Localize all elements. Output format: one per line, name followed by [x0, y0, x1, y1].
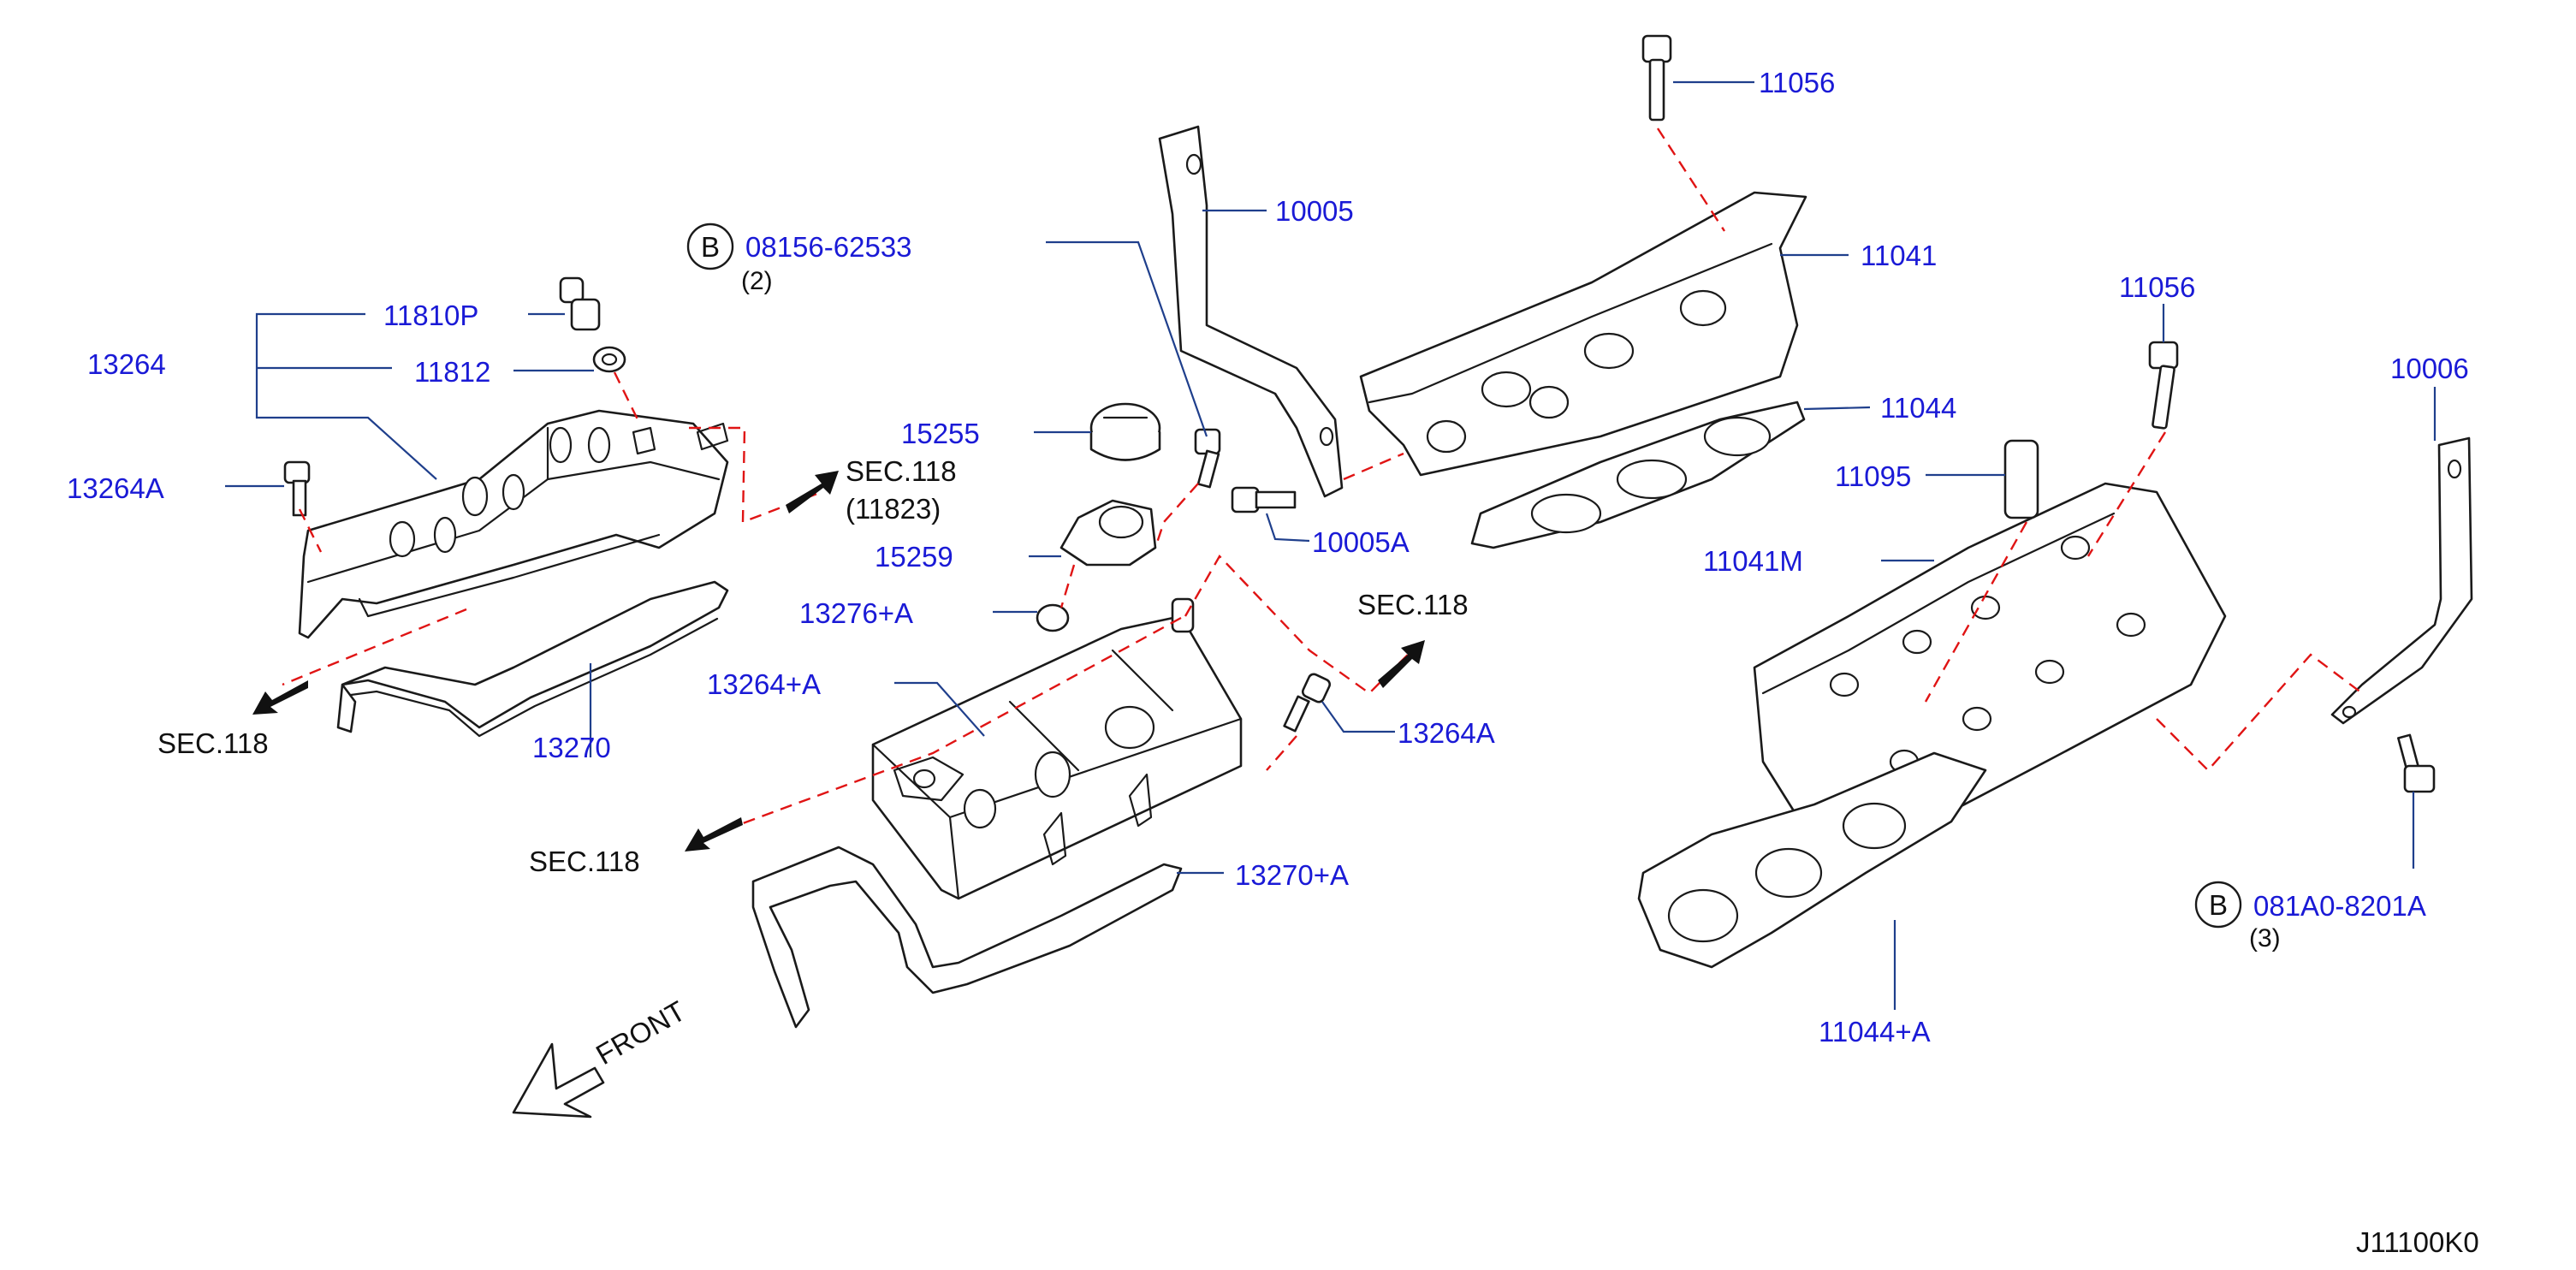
label-10005a[interactable]: 10005A [1312, 526, 1410, 558]
head-bolt-right[interactable] [2148, 341, 2179, 430]
label-08156-62533-qty: (2) [741, 267, 773, 295]
arrow-sec118-center-left [685, 817, 743, 852]
grommet-part[interactable] [592, 346, 626, 373]
label-13264[interactable]: 13264 [87, 348, 166, 380]
label-11056-top[interactable]: 11056 [1759, 67, 1835, 98]
bolt-symbol-upper: B [686, 223, 734, 270]
bolt-symbol-text-upper: B [701, 231, 720, 263]
dowel-pin[interactable] [2003, 439, 2039, 519]
cylinder-head-lower[interactable] [1753, 482, 2227, 858]
rocker-cover-center[interactable] [871, 597, 1243, 900]
oil-filler-cap[interactable] [1089, 402, 1161, 461]
cylinder-head-upper[interactable] [1359, 191, 1807, 477]
arrow-sec118-upper [786, 471, 839, 513]
head-gasket-lower[interactable] [1637, 751, 1987, 969]
flow-arrows [252, 471, 1425, 852]
label-10006[interactable]: 10006 [2390, 353, 2469, 384]
label-11044pa[interactable]: 11044+A [1819, 1016, 1931, 1047]
plug-13276a[interactable] [1036, 603, 1070, 632]
label-081a0-8201a-qty: (3) [2249, 924, 2281, 952]
label-13264a-left[interactable]: 13264A [67, 472, 164, 504]
leader-lines [225, 80, 2437, 1010]
bolt-symbol-text-lower: B [2209, 889, 2228, 921]
sec118-center-right[interactable]: SEC.118 [1357, 589, 1469, 620]
arrow-sec118-center-right [1378, 640, 1425, 688]
bolt-symbol-lower: B [2194, 881, 2242, 929]
dashed-guides [282, 128, 2363, 828]
head-gasket-upper[interactable] [1470, 401, 1806, 549]
label-13264a-center[interactable]: 13264A [1398, 717, 1495, 749]
sec118-left[interactable]: SEC.118 [157, 727, 269, 759]
label-13264pa[interactable]: 13264+A [707, 668, 821, 700]
label-13270pa[interactable]: 13270+A [1235, 859, 1349, 891]
label-10005[interactable]: 10005 [1275, 195, 1354, 227]
label-11044[interactable]: 11044 [1880, 392, 1956, 424]
front-label: FRONT [591, 994, 691, 1071]
bracket-10006[interactable] [2330, 436, 2473, 725]
pcv-valve-part[interactable] [559, 276, 601, 331]
front-direction-arrow: FRONT [512, 994, 691, 1119]
sec118-upper-sub: (11823) [846, 493, 941, 525]
label-11812[interactable]: 11812 [414, 356, 490, 388]
diagram-code: J11100K0 [2356, 1226, 2479, 1258]
label-13276a[interactable]: 13276+A [799, 597, 913, 629]
sec118-upper[interactable]: SEC.118 [846, 455, 957, 487]
rocker-cover-left[interactable] [298, 409, 729, 639]
bracket-10005[interactable] [1158, 125, 1344, 498]
gasket-left[interactable] [336, 580, 729, 738]
oil-filler-neck[interactable] [1059, 499, 1157, 567]
bolt-13264a-center[interactable] [1283, 673, 1332, 733]
label-11095[interactable]: 11095 [1835, 460, 1911, 492]
label-081a0-8201a[interactable]: 081A0-8201A [2253, 890, 2426, 922]
bolt-10005a[interactable] [1231, 486, 1297, 513]
label-11056-right[interactable]: 11056 [2119, 271, 2195, 303]
gasket-center[interactable] [751, 846, 1183, 1029]
label-11041m[interactable]: 11041M [1703, 545, 1803, 577]
head-bolt-top[interactable] [1641, 34, 1672, 122]
label-08156-62533[interactable]: 08156-62533 [745, 231, 912, 263]
label-15255[interactable]: 15255 [901, 418, 980, 449]
bolt-08156-62533[interactable] [1194, 428, 1221, 489]
label-13270[interactable]: 13270 [532, 732, 611, 763]
label-15259[interactable]: 15259 [875, 541, 953, 573]
arrow-sec118-left [252, 680, 308, 715]
bolt-13264a-left[interactable] [283, 460, 311, 517]
label-11810p[interactable]: 11810P [383, 300, 478, 331]
bolt-081a0-8201a[interactable] [2397, 733, 2436, 793]
sec118-center-left[interactable]: SEC.118 [529, 846, 640, 877]
label-11041[interactable]: 11041 [1861, 240, 1937, 271]
